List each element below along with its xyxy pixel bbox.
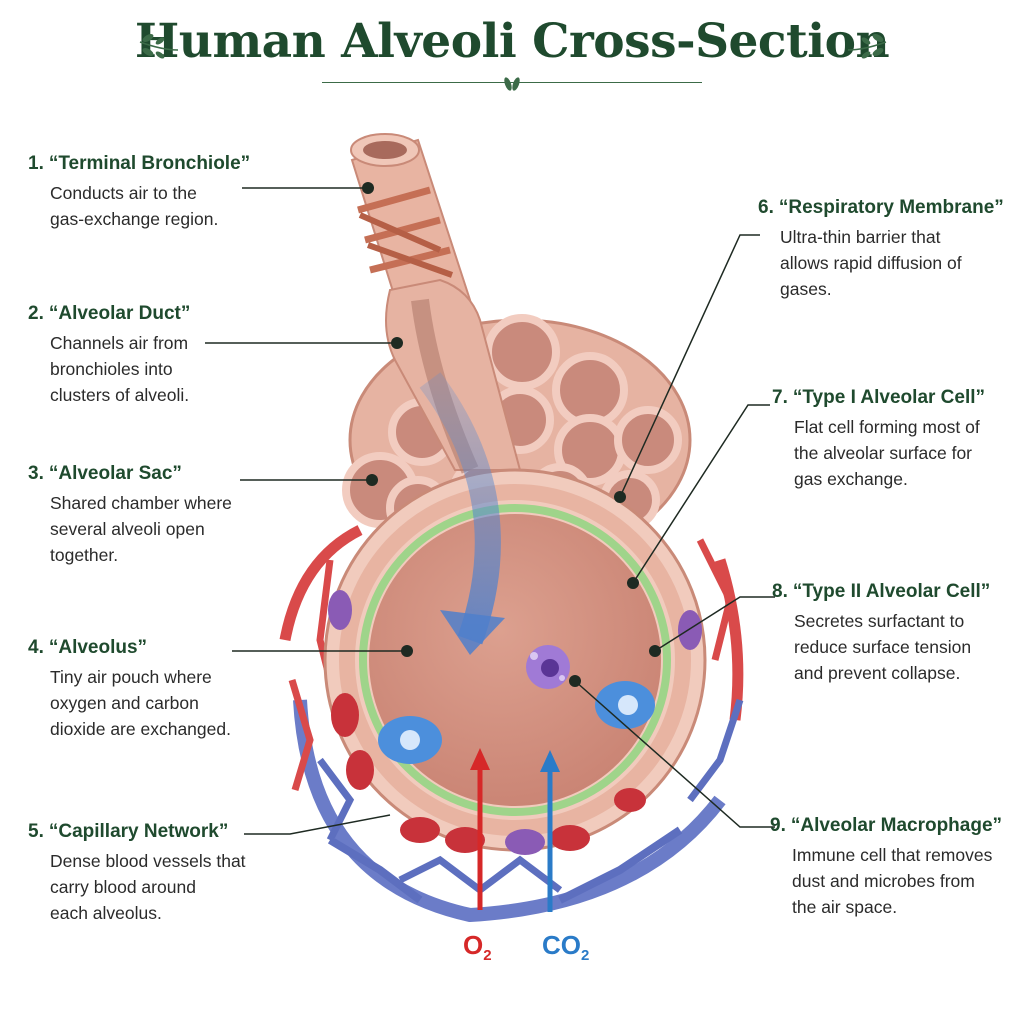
label-text: Secretes surfactant to [794,611,965,631]
label-number: 9. [770,815,786,836]
label-text: Flat cell forming most of [794,417,980,437]
airflow-arrow [419,372,501,645]
red-blood-cells [328,590,702,855]
co2-label: CO2 [542,930,590,965]
label-title: “Type II Alveolar Cell” [792,581,991,602]
label-text: together. [50,545,119,565]
label-type-i-alveolar-cell: 7.“Type I Alveolar Cell” Flat cell formi… [772,386,1024,492]
label-text: several alveoli open [50,519,205,539]
label-text: reduce surface tension [794,637,972,657]
airflow-arrowhead [440,610,505,655]
co2-arrowhead [540,750,560,772]
label-text: the alveolar surface for [794,443,973,463]
title-underline [322,82,702,83]
label-text: Ultra-thin barrier that [780,227,941,247]
label-text: and prevent collapse. [794,663,961,683]
label-text: Shared chamber where [50,493,232,513]
leader-lines [205,187,775,835]
label-title: “Respiratory Membrane” [778,197,1004,218]
label-text: the air space. [792,897,898,917]
label-type-ii-alveolar-cell: 8.“Type II Alveolar Cell” Secretes surfa… [772,580,1024,686]
label-title: “Alveolar Duct” [48,303,191,324]
label-title: “Capillary Network” [48,821,229,842]
label-text: gases. [780,279,832,299]
label-alveolar-sac: 3.“Alveolar Sac” Shared chamber where sev… [28,462,328,568]
label-title: “Type I Alveolar Cell” [792,387,986,408]
label-text: oxygen and carbon [50,693,199,713]
label-number: 5. [28,821,44,842]
label-title: “Terminal Bronchiole” [48,153,251,174]
label-number: 4. [28,637,44,658]
label-alveolar-macrophage: 9.“Alveolar Macrophage” Immune cell that… [770,814,1024,920]
label-text: allows rapid diffusion of [780,253,962,273]
o2-arrowhead [470,748,490,770]
label-number: 2. [28,303,44,324]
leaf-ornament-right-icon [847,34,887,59]
label-title: “Alveolar Sac” [48,463,182,484]
diagram-title: Human Alveoli Cross-Section [134,14,890,69]
label-text: Dense blood vessels that [50,851,246,871]
label-text: gas-exchange region. [50,209,219,229]
label-text: Conducts air to the [50,183,197,203]
label-alveolus: 4.“Alveolus” Tiny air pouch where oxygen … [28,636,328,742]
label-text: bronchioles into [50,359,173,379]
alveolus [323,468,707,852]
o2-label: O2 [463,930,492,965]
label-text: clusters of alveoli. [50,385,190,405]
label-number: 6. [758,197,774,218]
label-respiratory-membrane: 6.“Respiratory Membrane” Ultra-thin barr… [758,196,1024,302]
type-ii-alveolar-cell [378,681,655,764]
label-alveolar-duct: 2.“Alveolar Duct” Channels air from bronc… [28,302,328,408]
label-number: 7. [772,387,788,408]
label-text: dioxide are exchanged. [50,719,231,739]
label-terminal-bronchiole: 1.“Terminal Bronchiole” Conducts air to … [28,152,328,232]
label-text: Immune cell that removes [792,845,993,865]
label-number: 8. [772,581,788,602]
alveolar-macrophage [526,645,570,689]
label-text: carry blood around [50,877,196,897]
leaf-divider-icon [504,77,520,91]
label-number: 3. [28,463,44,484]
label-text: gas exchange. [794,469,908,489]
label-text: each alveolus. [50,903,162,923]
label-number: 1. [28,153,44,174]
label-text: Channels air from [50,333,189,353]
label-text: dust and microbes from [792,871,975,891]
label-title: “Alveolus” [48,637,148,658]
leader-dots [362,182,661,687]
label-capillary-network: 5.“Capillary Network” Dense blood vessel… [28,820,328,926]
leaf-ornament-left-icon [139,34,179,59]
capillary-network [279,525,744,923]
label-title: “Alveolar Macrophage” [790,815,1003,836]
label-text: Tiny air pouch where [50,667,212,687]
